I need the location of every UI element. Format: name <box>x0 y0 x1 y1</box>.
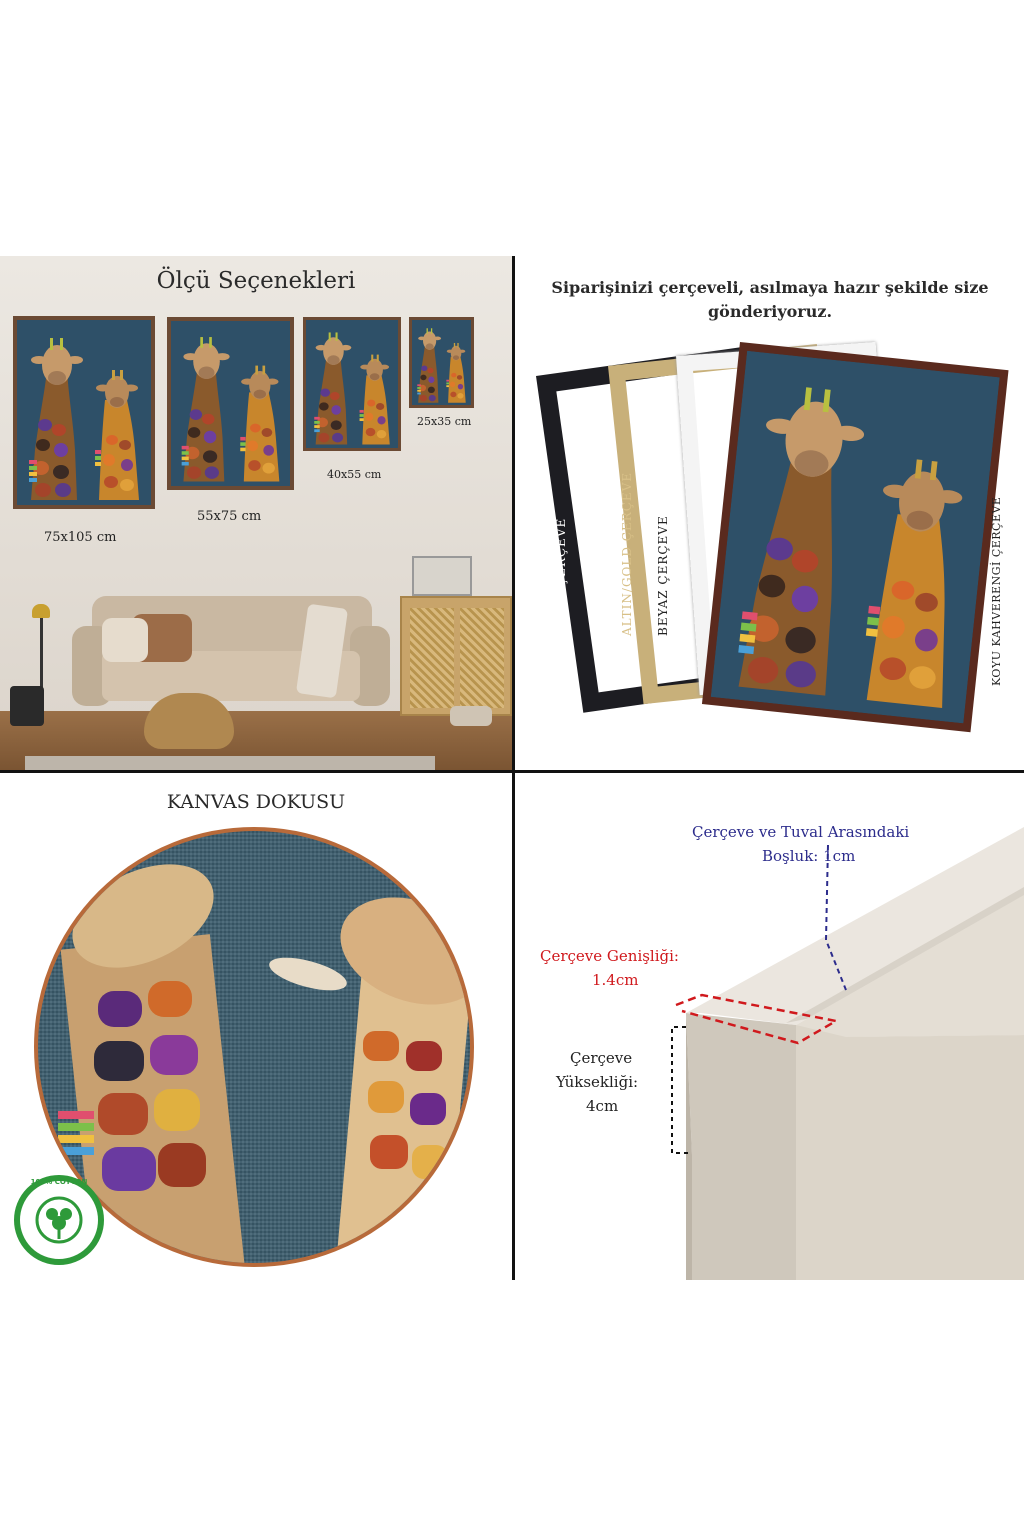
height-label-line2: Yüksekliği: <box>556 1073 639 1091</box>
cotton-icon <box>35 1196 83 1244</box>
canvas-texture-circle <box>34 827 474 1267</box>
sofa <box>72 596 390 716</box>
frame-spec-panel: Çerçeve ve Tuval Arasındaki Boşluk: 1cm … <box>516 775 1024 1280</box>
dark-brown-frame-sample <box>701 342 1009 733</box>
giraffe-artwork <box>171 321 290 486</box>
canvas-panel-title: KANVAS DOKUSU <box>166 791 346 813</box>
size-options-panel: Ölçü Seçenekleri 75x105 cm 55x75 cm 40x5… <box>0 256 512 770</box>
vertical-divider <box>512 256 515 1280</box>
giraffe-artwork <box>710 350 1000 724</box>
width-label-line1: Çerçeve Genişliği: <box>540 947 679 965</box>
size-label-55x75: 55x75 cm <box>197 509 262 524</box>
giraffe-artwork <box>17 320 151 505</box>
width-label-line2: 1.4cm <box>592 971 639 989</box>
giraffe-artwork <box>306 320 398 448</box>
size-label-75x105: 75x105 cm <box>44 530 117 545</box>
frame-label-white: BEYAZ ÇERÇEVE <box>656 515 670 636</box>
frame-label-black: SİYAH ÇERÇEVE <box>554 517 568 636</box>
height-label-line3: 4cm <box>586 1097 619 1115</box>
cotton-badge: 100% COTTON <box>14 1175 104 1265</box>
stool <box>10 686 44 726</box>
gap-label-line2: Boşluk: 1cm <box>762 847 856 865</box>
cotton-badge-text: 100% COTTON <box>30 1178 88 1186</box>
giraffe-artwork <box>412 320 471 405</box>
frame-label-gold: ALTIN/GOLD ÇERÇEVE <box>620 471 634 636</box>
frame-panel-title-line2: gönderiyoruz. <box>707 302 833 321</box>
frame-size-25x35 <box>409 317 474 408</box>
horizontal-divider <box>0 770 1024 773</box>
frame-panel-title-line1: Siparişinizi çerçeveli, asılmaya hazır ş… <box>551 278 989 297</box>
wicker-table <box>144 693 234 749</box>
floor-lamp <box>40 606 43 716</box>
frame-corner-illustration <box>671 827 1024 1280</box>
frame-size-75x105 <box>13 316 155 509</box>
floor-lamp-shade <box>32 604 50 618</box>
gap-label-line1: Çerçeve ve Tuval Arasındaki <box>692 823 910 841</box>
room-rug <box>25 756 435 770</box>
frame-options-panel: Siparişinizi çerçeveli, asılmaya hazır ş… <box>516 256 1024 770</box>
size-label-40x55: 40x55 cm <box>327 468 382 481</box>
canvas-texture-panel: KANVAS DOKUSU <box>0 775 512 1280</box>
record-player <box>412 556 472 596</box>
pouf <box>450 706 492 726</box>
frame-size-55x75 <box>167 317 294 490</box>
height-label-line1: Çerçeve <box>570 1049 633 1067</box>
size-panel-title: Ölçü Seçenekleri <box>156 268 356 294</box>
frame-label-dark-brown: KOYU KAHVERENGİ ÇERÇEVE <box>990 496 1003 686</box>
rattan-cabinet <box>400 596 512 716</box>
frame-size-40x55 <box>303 317 401 451</box>
size-label-25x35: 25x35 cm <box>417 415 472 428</box>
